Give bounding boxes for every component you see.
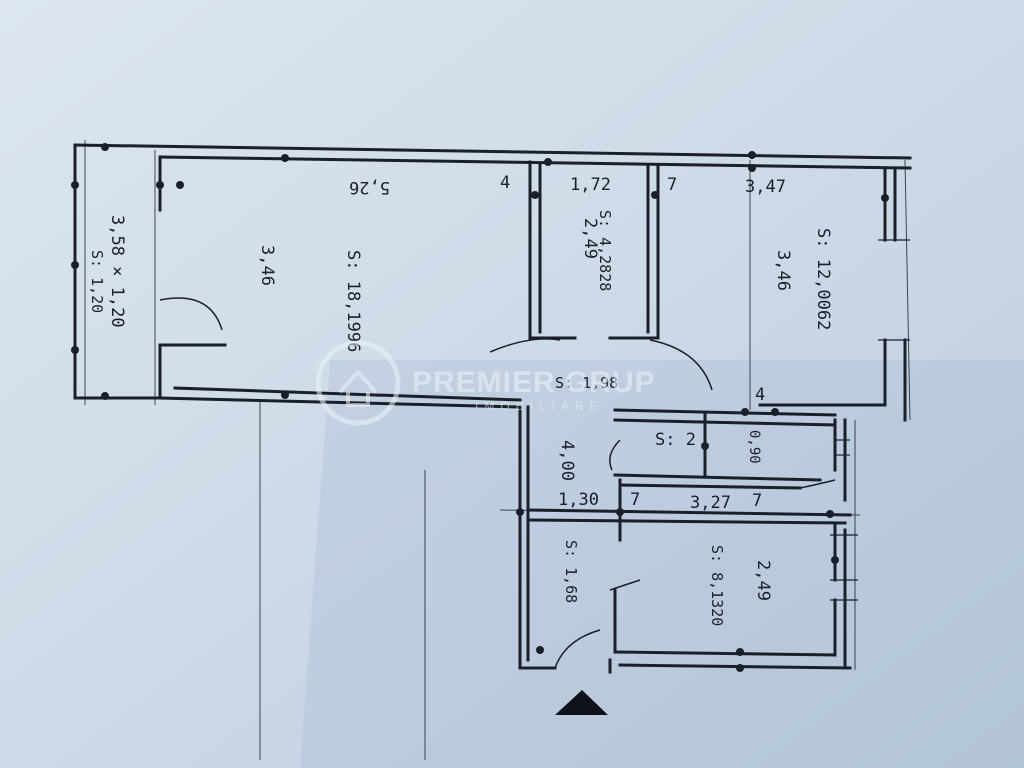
door-kitchen bbox=[609, 579, 641, 591]
door-hall bbox=[159, 297, 223, 331]
label-living-depth: 3,46 bbox=[257, 245, 277, 286]
label-bedroom-area: S: 12,0062 bbox=[813, 228, 833, 330]
watermark-sub: IMOBILIARE bbox=[475, 399, 604, 413]
mark-b: 7 bbox=[667, 175, 677, 195]
label-bath-area: S: 2 bbox=[655, 430, 696, 450]
watermark-logo-icon bbox=[315, 340, 401, 426]
dimension-lines bbox=[84, 140, 911, 760]
door-swings bbox=[159, 297, 836, 669]
label-bedroom-depth: 3,46 bbox=[773, 250, 793, 291]
label-bath-dim: 0,90 bbox=[746, 430, 762, 464]
door-bath bbox=[609, 439, 621, 471]
label-kitchen-area: S: 8,1320 bbox=[708, 545, 726, 626]
door-small-room bbox=[489, 338, 561, 353]
mark-e: 4 bbox=[755, 385, 765, 405]
label-bedroom-width: 3,47 bbox=[745, 177, 786, 197]
label-hall-lower-area: S: 1,98 bbox=[555, 374, 618, 392]
label-corridor-length: 4,00 bbox=[557, 440, 577, 481]
label-living-width: 5,26 bbox=[349, 177, 390, 197]
watermark-brand: PREMIER GRUP bbox=[412, 366, 656, 399]
junction-dots bbox=[71, 143, 889, 672]
window-marks bbox=[830, 239, 910, 601]
mark-c: 7 bbox=[630, 490, 640, 510]
label-small-room-width: 1,72 bbox=[570, 175, 611, 195]
label-living-area: S: 18,1996 bbox=[343, 250, 363, 352]
label-kitchen-depth: 2,49 bbox=[753, 560, 773, 601]
label-pantry-area: S: 1,68 bbox=[562, 540, 580, 603]
mark-d: 7 bbox=[752, 491, 762, 511]
paper-shadow bbox=[300, 360, 1024, 768]
label-small-room-depth: 2,49 bbox=[580, 218, 600, 259]
door-pantry bbox=[554, 629, 601, 669]
label-hall-room: 3,58 × 1,20 bbox=[107, 215, 127, 328]
mark-a: 4 bbox=[500, 173, 510, 193]
door-bedroom bbox=[649, 339, 713, 391]
label-kitchen-width: 3,27 bbox=[690, 493, 731, 513]
label-corridor-width: 1,30 bbox=[558, 490, 599, 510]
walls bbox=[73, 143, 912, 674]
north-arrow-icon bbox=[555, 690, 608, 715]
label-small-room-area: S: 4,2828 bbox=[596, 210, 614, 291]
watermark: PREMIER GRUP IMOBILIARE bbox=[315, 340, 656, 426]
door-right bbox=[799, 479, 836, 489]
label-hall-area: S: 1,20 bbox=[88, 250, 106, 313]
